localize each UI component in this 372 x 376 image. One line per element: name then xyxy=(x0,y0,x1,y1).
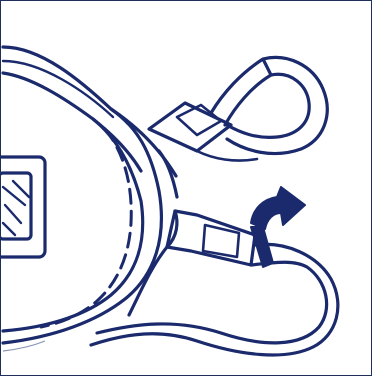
upper-strap-loop xyxy=(197,57,327,160)
mask-shell xyxy=(3,47,176,343)
lower-strap-loop xyxy=(91,244,338,355)
lower-buckle xyxy=(167,211,255,265)
filter-valve xyxy=(1,157,45,257)
upper-buckle xyxy=(149,103,231,197)
nose-seam-dashed xyxy=(41,129,131,327)
tighten-arrow xyxy=(251,187,305,267)
